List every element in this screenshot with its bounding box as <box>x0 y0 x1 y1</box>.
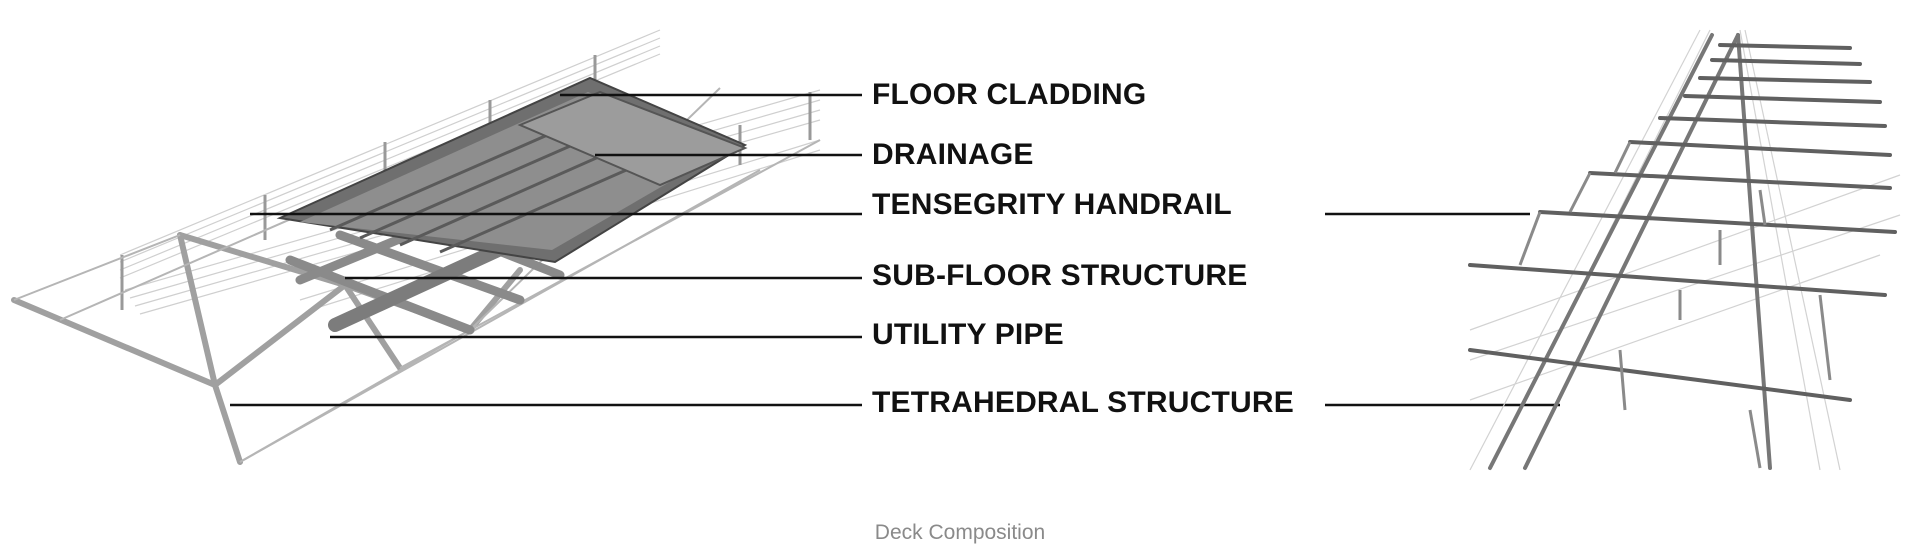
utility-pipe-shape <box>328 233 527 332</box>
figure-caption: Deck Composition <box>874 521 1046 544</box>
label-utility-pipe: UTILITY PIPE <box>872 318 1064 351</box>
label-drainage: DRAINAGE <box>872 138 1034 171</box>
label-sub-floor-structure: SUB-FLOOR STRUCTURE <box>872 259 1248 292</box>
label-tensegrity-handrail: TENSEGRITY HANDRAIL <box>872 188 1232 221</box>
floor-cladding-panel <box>517 90 748 187</box>
bridge-perspective-drawing <box>1468 29 1901 471</box>
label-tetrahedral-structure: TETRAHEDRAL STRUCTURE <box>872 386 1294 419</box>
label-floor-cladding: FLOOR CLADDING <box>872 78 1147 111</box>
leader-lines <box>230 93 1560 407</box>
